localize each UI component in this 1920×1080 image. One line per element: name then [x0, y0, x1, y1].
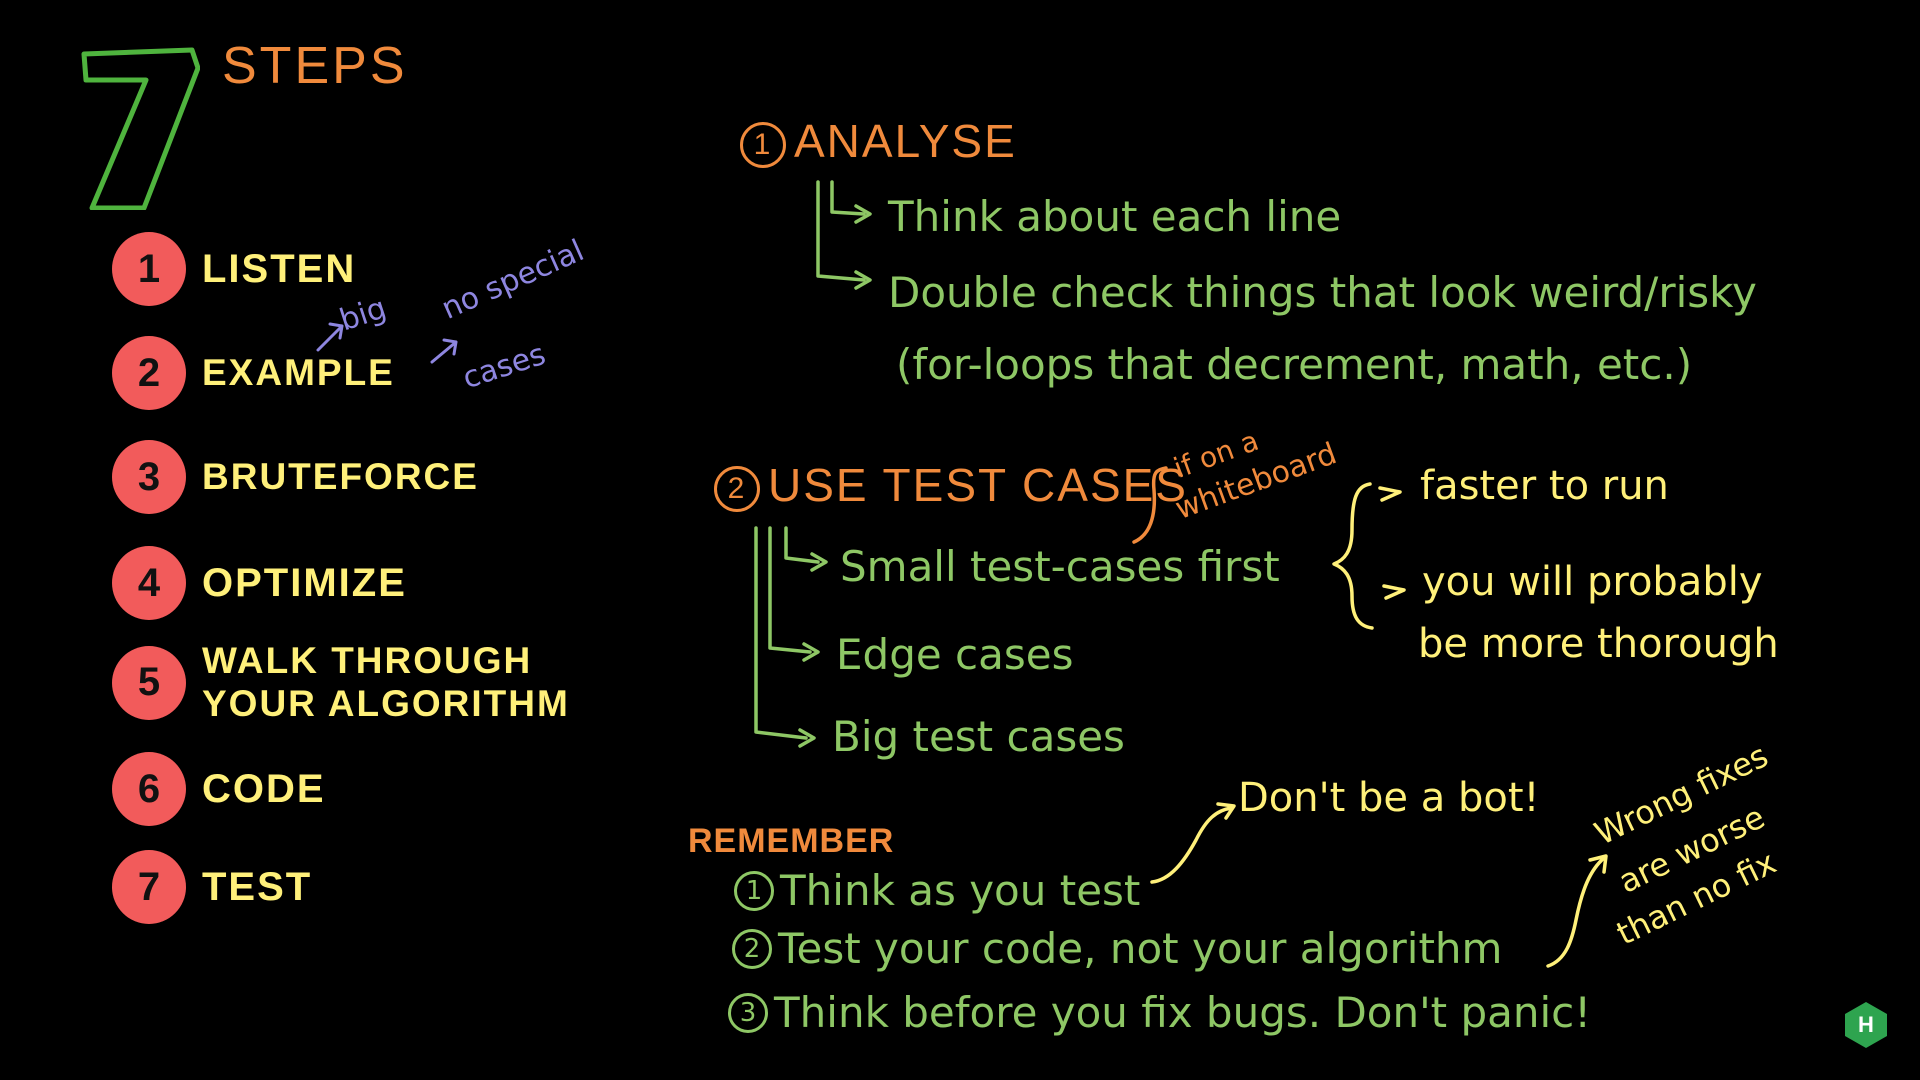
remember-item: 2 Test your code, not your algorithm [732, 928, 1502, 970]
hackerrank-hexagon-icon: H [1843, 1000, 1889, 1050]
steps-title: STEPS [222, 37, 408, 95]
step-example: 2 EXAMPLE [112, 336, 395, 410]
remember-item: 1 Think as you test [734, 870, 1140, 912]
step-walk-through: 5 WALK THROUGH YOUR ALGORITHM [112, 640, 570, 725]
remember-text: Test your code, not your algorithm [778, 924, 1503, 973]
analyse-item: Double check things that look weird/risk… [888, 268, 1757, 317]
step-label: TEST [202, 865, 313, 909]
test-cases-number: 2 [714, 465, 760, 512]
step-listen: 1 LISTEN [112, 232, 356, 306]
remember-item: 3 Think before you fix bugs. Don't panic… [728, 992, 1591, 1034]
example-note-cases: cases [458, 336, 550, 397]
step-label: EXAMPLE [202, 351, 395, 393]
test-case-item: Small test-cases first [840, 542, 1280, 591]
step-label: WALK THROUGH YOUR ALGORITHM [202, 640, 570, 724]
remember-text: Think before you fix bugs. Don't panic! [774, 988, 1592, 1037]
bot-note: Don't be a bot! [1238, 775, 1540, 821]
step-bruteforce: 3 BRUTEFORCE [112, 440, 479, 514]
step-label: LISTEN [202, 247, 357, 291]
analyse-number: 1 [740, 121, 786, 168]
step-label: BRUTEFORCE [202, 455, 479, 497]
step-test: 7 TEST [112, 850, 312, 924]
step-number-badge: 6 [112, 752, 186, 826]
remember-number: 1 [734, 871, 774, 911]
step-number-badge: 1 [112, 232, 186, 306]
test-case-item: Big test cases [832, 712, 1125, 761]
analyse-title: ANALYSE [794, 115, 1017, 167]
step-number-badge: 4 [112, 546, 186, 620]
step-number-badge: 2 [112, 336, 186, 410]
analyse-item: Think about each line [888, 192, 1342, 241]
analyse-item-detail: (for-loops that decrement, math, etc.) [896, 340, 1693, 389]
remember-number: 3 [728, 993, 768, 1033]
step-optimize: 4 OPTIMIZE [112, 546, 407, 620]
step-label: OPTIMIZE [202, 561, 407, 605]
test-cases-title: USE TEST CASES [768, 459, 1188, 511]
benefit-item: you will probably [1422, 559, 1763, 605]
step-label: CODE [202, 767, 326, 811]
remember-text: Think as you test [780, 866, 1141, 915]
test-case-item: Edge cases [836, 630, 1074, 679]
big-seven-numeral [81, 47, 200, 210]
step-number-badge: 3 [112, 440, 186, 514]
remember-heading: REMEMBER [688, 822, 895, 860]
logo-letter: H [1858, 1012, 1874, 1037]
step-code: 6 CODE [112, 752, 326, 826]
step-number-badge: 7 [112, 850, 186, 924]
remember-number: 2 [732, 929, 772, 969]
benefit-item: be more thorough [1418, 621, 1779, 667]
step-number-badge: 5 [112, 645, 186, 720]
benefit-item: faster to run [1420, 463, 1669, 509]
example-note-no-special: no special [436, 233, 590, 327]
